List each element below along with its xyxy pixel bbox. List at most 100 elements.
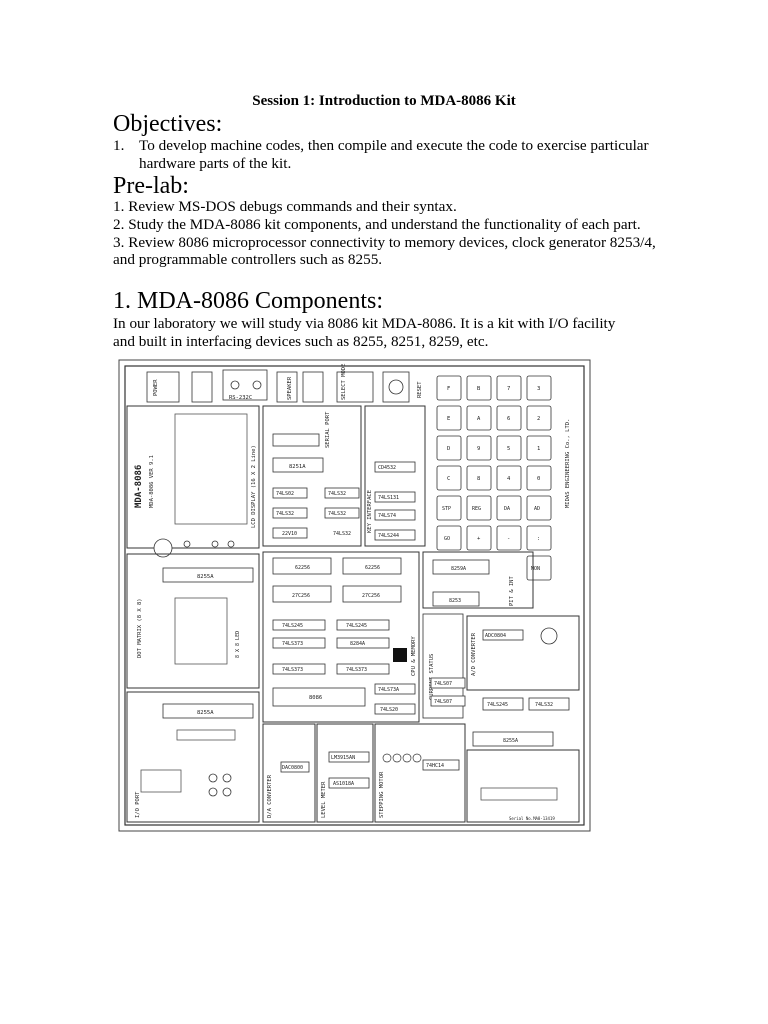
key-7: 7 — [507, 386, 510, 392]
chip-74ls07-b: 74LS07 — [434, 699, 452, 705]
components-heading: 1. MDA-8086 Components: — [113, 288, 383, 314]
key-minus: - — [507, 536, 510, 542]
chip-74ls373-a: 74LS373 — [282, 641, 303, 647]
rs232-label: RS-232C — [229, 395, 252, 401]
chip-74ls02: 74LS02 — [276, 491, 294, 497]
chip-74ls373-b: 74LS373 — [282, 667, 303, 673]
chip-74ls32-d: 74LS32 — [333, 531, 351, 537]
chip-74ls131: 74LS131 — [378, 495, 399, 501]
chip-lm3915-label: LM3915AN — [331, 755, 355, 761]
key-interface-label: KEY INTERFACE — [367, 490, 373, 533]
key-a: A — [477, 416, 481, 422]
key-9: 9 — [477, 446, 480, 452]
io-connector — [480, 787, 558, 801]
components-paragraph-line2: and built in interfacing devices such as… — [113, 333, 489, 350]
key-e: E — [447, 416, 450, 422]
reset-button — [388, 379, 404, 395]
speaker-block — [276, 371, 298, 403]
keypad — [436, 375, 552, 581]
chip-dac0800 — [280, 761, 310, 773]
motor-coils — [382, 753, 422, 763]
io-port-region — [126, 691, 260, 823]
mda8086-board-diagram: POWER RS-232C SPEAKER SELECT MODE RESET … — [117, 358, 592, 833]
rs232-pin — [252, 380, 262, 390]
pit-int-label: PIT & INT — [509, 576, 515, 606]
chip-74ls32-c: 74LS32 — [328, 511, 346, 517]
key-6: 6 — [507, 416, 510, 422]
board-inner-border — [124, 365, 585, 826]
chip-dac0800-label: DAC0800 — [282, 765, 303, 771]
chip-8255a-port: 8255A — [197, 710, 214, 716]
speaker-label: SPEAKER — [287, 376, 293, 400]
lcd-label: LCD DISPLAY (16 X 2 Line) — [251, 445, 257, 528]
chip-74ls32-io: 74LS32 — [535, 702, 553, 708]
key-b: B — [477, 386, 481, 392]
chip-as1018 — [328, 777, 370, 789]
board-svg: POWER RS-232C SPEAKER SELECT MODE RESET … — [118, 359, 591, 832]
key-da: DA — [504, 506, 510, 512]
page-title: Session 1: Introduction to MDA-8086 Kit — [252, 93, 516, 109]
prelab-heading: Pre-lab: — [113, 173, 189, 199]
current-status-region — [422, 613, 464, 719]
key-reg: REG — [472, 506, 481, 512]
chip-74ls73a: 74LS73A — [378, 687, 399, 693]
key-mon: MON — [531, 566, 540, 572]
da-converter-label: D/A CONVERTER — [267, 774, 273, 818]
reset-block — [382, 371, 410, 403]
ad-converter-region — [466, 615, 580, 691]
serial-port-label: SERIAL PORT — [325, 411, 331, 448]
chip-8259a-label: 8259A — [451, 566, 466, 572]
key-3: 3 — [537, 386, 540, 392]
lcd-brand: MDA-8086 — [134, 465, 144, 508]
led-matrix — [174, 597, 228, 665]
dot-matrix-label: DOT MATRIX (8 X 8) — [137, 598, 143, 658]
ad-label: A/D CONVERTER — [471, 632, 477, 676]
connector-region — [466, 749, 580, 823]
chip-74ls07-a: 74LS07 — [434, 681, 452, 687]
chip-8251a: 8251A — [289, 464, 306, 470]
key-0: 0 — [537, 476, 540, 482]
prelab-item-3: 3. Review 8086 microprocessor connectivi… — [113, 234, 656, 251]
chip-62256-b: 62256 — [365, 565, 380, 571]
chip-27c256-a: 27C256 — [292, 593, 310, 599]
chip-8255a-dm-label: 8255A — [197, 574, 214, 580]
chip-adc0804-label: ADC0804 — [485, 633, 506, 639]
lcd-mount-holes — [153, 538, 235, 558]
power-switch — [191, 371, 213, 403]
objective-text-line1: To develop machine codes, then compile a… — [139, 137, 649, 154]
chip-22v10: 22V10 — [282, 531, 297, 537]
chip-8255a-io: 8255A — [503, 738, 518, 744]
rs232-block — [222, 369, 268, 401]
lcd-region — [126, 405, 260, 549]
lcd-panel — [174, 413, 248, 525]
stepping-motor-label: STEPPING MOTOR — [379, 771, 385, 818]
key-5: 5 — [507, 446, 510, 452]
chip-8284a: 8284A — [350, 641, 365, 647]
prelab-item-2: 2. Study the MDA-8086 kit components, an… — [113, 216, 641, 233]
cpu-black-chip — [393, 648, 407, 662]
chip-as1018-label: AS1018A — [333, 781, 354, 787]
io-chips — [162, 677, 570, 747]
io-fnd — [140, 769, 182, 793]
led-label: 8 X 8 LED — [235, 631, 241, 658]
key-4: 4 — [507, 476, 511, 482]
prelab-item-3-cont: and programmable controllers such as 825… — [113, 251, 383, 268]
cpu-memory-label: CPU & MEMORY — [411, 636, 417, 676]
rs232-pin — [230, 380, 240, 390]
level-meter-region — [316, 723, 374, 823]
chip-74ls32-b: 74LS32 — [276, 511, 294, 517]
serial-number: Serial No.MA8-13419 — [509, 816, 555, 821]
chip-74ls74: 74LS74 — [378, 513, 396, 519]
chip-8253 — [432, 591, 480, 607]
select-mode-block — [336, 371, 374, 403]
chip-74ls373-c: 74LS373 — [346, 667, 367, 673]
chip-62256-a: 62256 — [295, 565, 310, 571]
dip-block — [302, 371, 324, 403]
chip-74ls20: 74LS20 — [380, 707, 398, 713]
power-label: POWER — [153, 379, 159, 396]
key-f: F — [447, 386, 450, 392]
serial-region — [262, 405, 362, 547]
components-paragraph-line1: In our laboratory we will study via 8086… — [113, 315, 616, 332]
current-status-label: CURRENT STATUS — [429, 654, 435, 700]
